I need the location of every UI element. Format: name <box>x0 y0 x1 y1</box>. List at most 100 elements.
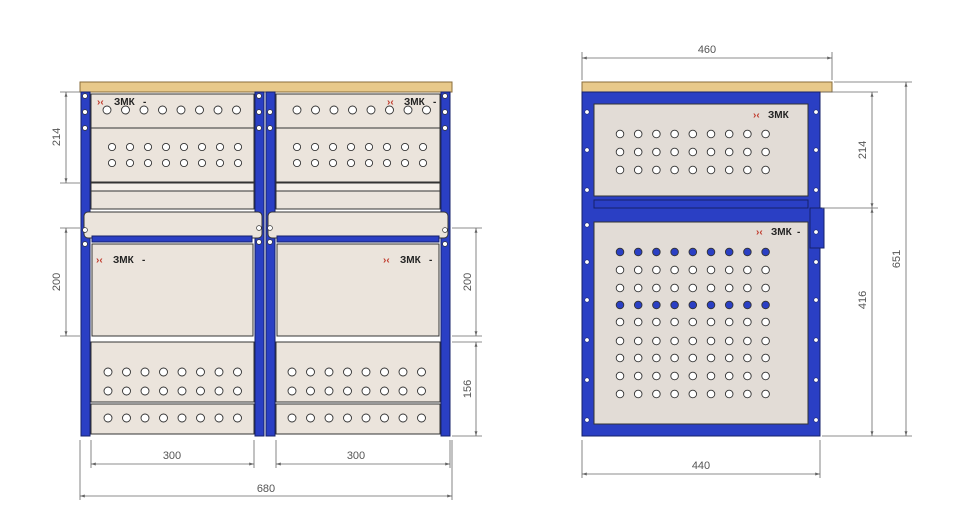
perforation-hole <box>743 336 752 346</box>
svg-text:-: - <box>143 97 146 108</box>
perforation-hole <box>724 283 734 293</box>
rivet <box>584 259 590 265</box>
perforation-hole <box>310 158 320 168</box>
perforation-hole <box>140 413 150 423</box>
svg-text:-: - <box>433 97 436 108</box>
perforation-hole <box>161 142 171 152</box>
perforation-hole <box>233 367 242 377</box>
perforation-hole <box>417 413 426 423</box>
side-worktop <box>581 81 833 93</box>
dim-side-lower-height: 416 <box>857 291 869 309</box>
front-left-top-drawer <box>90 93 255 183</box>
rivet <box>267 225 273 231</box>
perforation-hole <box>176 105 186 115</box>
rivet <box>267 109 273 115</box>
perforation-hole <box>361 386 371 396</box>
rivet <box>82 241 88 247</box>
rivet <box>442 93 448 99</box>
rivet <box>256 109 262 115</box>
perforation-hole <box>743 165 752 175</box>
perforation-hole <box>633 389 643 399</box>
perforation-hole <box>292 105 302 115</box>
perforation-hole <box>292 158 302 168</box>
perforation-hole <box>743 389 752 399</box>
perforation-hole <box>706 389 716 399</box>
svg-text:›‹: ›‹ <box>753 110 760 121</box>
perforation-hole <box>343 367 352 377</box>
front-logo-right-top: ›‹ ЗМК - <box>387 97 436 108</box>
perforation-hole <box>103 386 113 396</box>
svg-text:-: - <box>142 255 145 266</box>
perforation-hole <box>670 389 679 399</box>
perforation-hole <box>724 129 734 139</box>
perforation-hole <box>688 353 698 363</box>
perforation-hole <box>670 283 679 293</box>
perforation-hole <box>343 386 352 396</box>
perforation-hole <box>364 142 374 152</box>
perforation-hole <box>724 165 734 175</box>
front-right-column <box>267 93 449 435</box>
perforation-hole <box>706 129 716 139</box>
perforation-hole <box>380 413 389 423</box>
perforation-hole <box>688 283 698 293</box>
svg-text:›‹: ›‹ <box>387 97 394 108</box>
perforation-hole <box>107 158 117 168</box>
svg-text:ЗМК: ЗМК <box>404 97 426 108</box>
perforation-hole <box>652 336 661 346</box>
perforation-hole <box>398 413 408 423</box>
perforation-hole <box>615 300 625 310</box>
perforation-hole <box>177 386 187 396</box>
rivet <box>256 93 262 99</box>
perforation-hole <box>348 105 357 115</box>
perforation-hole <box>292 142 302 152</box>
dim-side-upper-height: 214 <box>857 141 869 159</box>
rivet <box>584 417 590 423</box>
perforation-hole <box>140 367 150 377</box>
perforation-hole <box>615 265 625 275</box>
perforation-hole <box>761 283 770 293</box>
perforation-hole <box>324 413 334 423</box>
perforation-hole <box>233 413 242 423</box>
perforation-hole <box>743 129 752 139</box>
front-center-upright-2 <box>265 91 276 437</box>
perforation-hole <box>103 413 113 423</box>
perforation-hole <box>179 158 189 168</box>
rivet <box>82 125 88 131</box>
perforation-hole <box>688 389 698 399</box>
svg-text:›‹: ›‹ <box>756 227 763 238</box>
perforation-hole <box>214 413 224 423</box>
svg-text:-: - <box>797 227 800 238</box>
perforation-hole <box>139 105 149 115</box>
perforation-hole <box>706 317 716 327</box>
perforation-hole <box>688 247 698 257</box>
rivet <box>442 241 448 247</box>
perforation-hole <box>652 371 661 381</box>
perforation-hole <box>706 371 716 381</box>
perforation-hole <box>143 142 153 152</box>
perforation-hole <box>724 247 734 257</box>
perforation-hole <box>670 371 679 381</box>
perforation-hole <box>364 158 374 168</box>
svg-text:ЗМК: ЗМК <box>771 227 793 238</box>
perforation-hole <box>652 129 661 139</box>
perforation-hole <box>615 353 625 363</box>
perforation-hole <box>743 265 752 275</box>
rivet <box>584 297 590 303</box>
perforation-hole <box>724 265 734 275</box>
rivet <box>584 187 590 193</box>
front-right-upright <box>440 91 451 437</box>
perforation-hole <box>197 142 207 152</box>
rivet <box>267 239 273 245</box>
perforation-hole <box>688 317 698 327</box>
perforation-hole <box>398 386 408 396</box>
perforation-hole <box>724 317 734 327</box>
perforation-hole <box>688 371 698 381</box>
perforation-hole <box>143 158 153 168</box>
perforation-hole <box>287 413 297 423</box>
front-right-bottom-drawer <box>275 341 441 403</box>
perforation-hole <box>633 336 643 346</box>
perforation-hole <box>380 386 389 396</box>
dim-front-middle-height: 200 <box>51 273 63 291</box>
perforation-hole <box>724 300 734 310</box>
perforation-hole <box>400 142 410 152</box>
